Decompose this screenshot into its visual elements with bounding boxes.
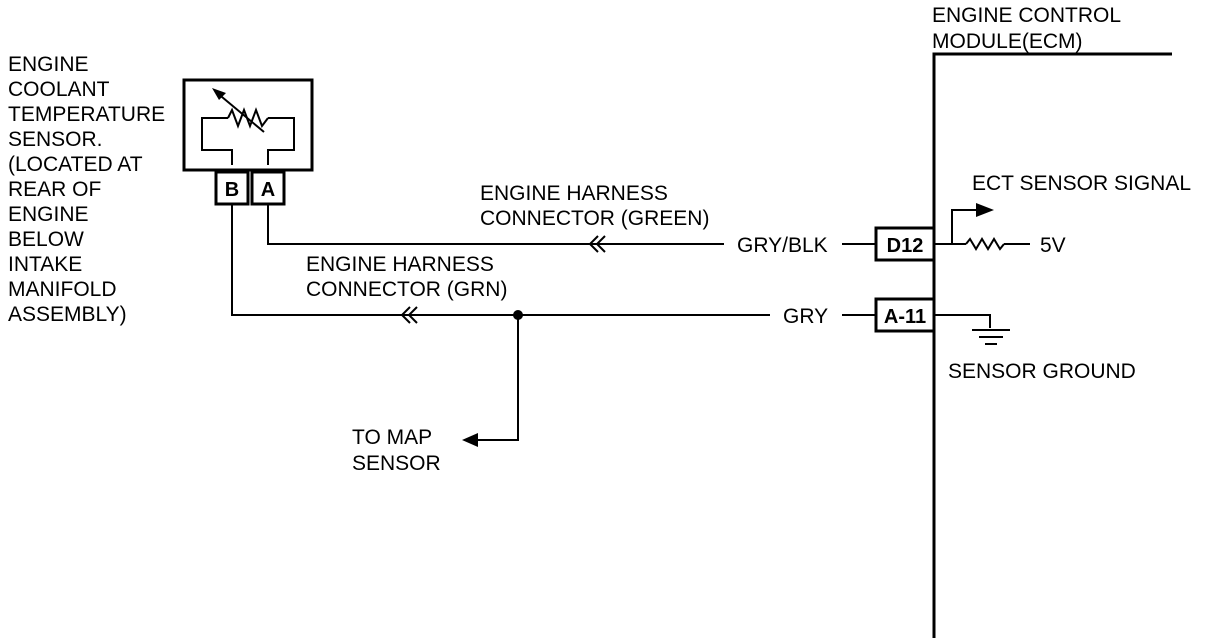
sensor-ground-label: SENSOR GROUND — [948, 360, 1136, 383]
ground-wire — [231, 205, 770, 316]
ecm-pin-d12-label: D12 — [887, 235, 924, 257]
signal-wire-color: GRY/BLK — [737, 234, 828, 257]
signal-output-wire — [951, 209, 978, 244]
ecm-boundary — [932, 52, 1172, 638]
ect-signal-label: ECT SENSOR SIGNAL — [972, 172, 1191, 195]
sensor-pin-b-label: B — [225, 179, 239, 201]
signal-arrow-icon — [976, 203, 994, 217]
sensor-inner-wire-right — [267, 117, 295, 165]
map-label-line1: TO MAP — [352, 426, 432, 449]
harness-grn-line2: CONNECTOR (GRN) — [306, 278, 507, 301]
sensor-pin-b — [214, 170, 250, 206]
variable-arrow-icon — [215, 91, 265, 133]
sensor-label-line: MANIFOLD — [8, 278, 117, 301]
sensor-inner-wire-left — [201, 117, 233, 165]
resistor-icon — [965, 237, 1005, 251]
sensor-housing — [182, 78, 314, 172]
sensor-label-line: ENGINE — [8, 53, 89, 76]
map-label-line2: SENSOR — [352, 452, 441, 475]
sensor-label-line: SENSOR. — [8, 128, 103, 151]
sensor-label-line: ASSEMBLY) — [8, 303, 127, 326]
ecm-title-line2: MODULE(ECM) — [932, 30, 1083, 53]
map-arrow-icon — [462, 433, 478, 447]
map-branch-wire — [478, 315, 519, 441]
harness-green-line2: CONNECTOR (GREEN) — [480, 207, 709, 230]
sensor-pin-a — [250, 170, 286, 206]
sensor-pin-a-label: A — [261, 179, 275, 201]
harness-grn-line1: ENGINE HARNESS — [306, 253, 494, 276]
signal-wire — [267, 205, 724, 245]
ground-symbol-wire — [934, 314, 991, 328]
sensor-label-line: (LOCATED AT — [8, 153, 143, 176]
ground-wire-color: GRY — [783, 305, 828, 328]
variable-arrowhead-icon — [212, 88, 226, 100]
ecm-pin-a11-label: A-11 — [884, 306, 926, 328]
sensor-label-line: ENGINE — [8, 203, 89, 226]
coolant-temperature-sensor: B A — [182, 78, 314, 206]
sensor-label-line: TEMPERATURE — [8, 103, 165, 126]
harness-connector-icon — [588, 235, 606, 253]
ecm-title-line1: ENGINE CONTROL — [932, 4, 1121, 27]
sensor-label-line: COOLANT — [8, 78, 110, 101]
sensor-label-line: INTAKE — [8, 253, 82, 276]
ground-icon — [972, 329, 1010, 345]
sensor-label-line: REAR OF — [8, 178, 101, 201]
voltage-label: 5V — [1040, 234, 1066, 257]
sensor-label-line: BELOW — [8, 228, 84, 251]
harness-connector-icon — [400, 306, 418, 324]
harness-green-line1: ENGINE HARNESS — [480, 182, 668, 205]
sensor-description: ENGINE COOLANT TEMPERATURE SENSOR. (LOCA… — [8, 53, 165, 326]
